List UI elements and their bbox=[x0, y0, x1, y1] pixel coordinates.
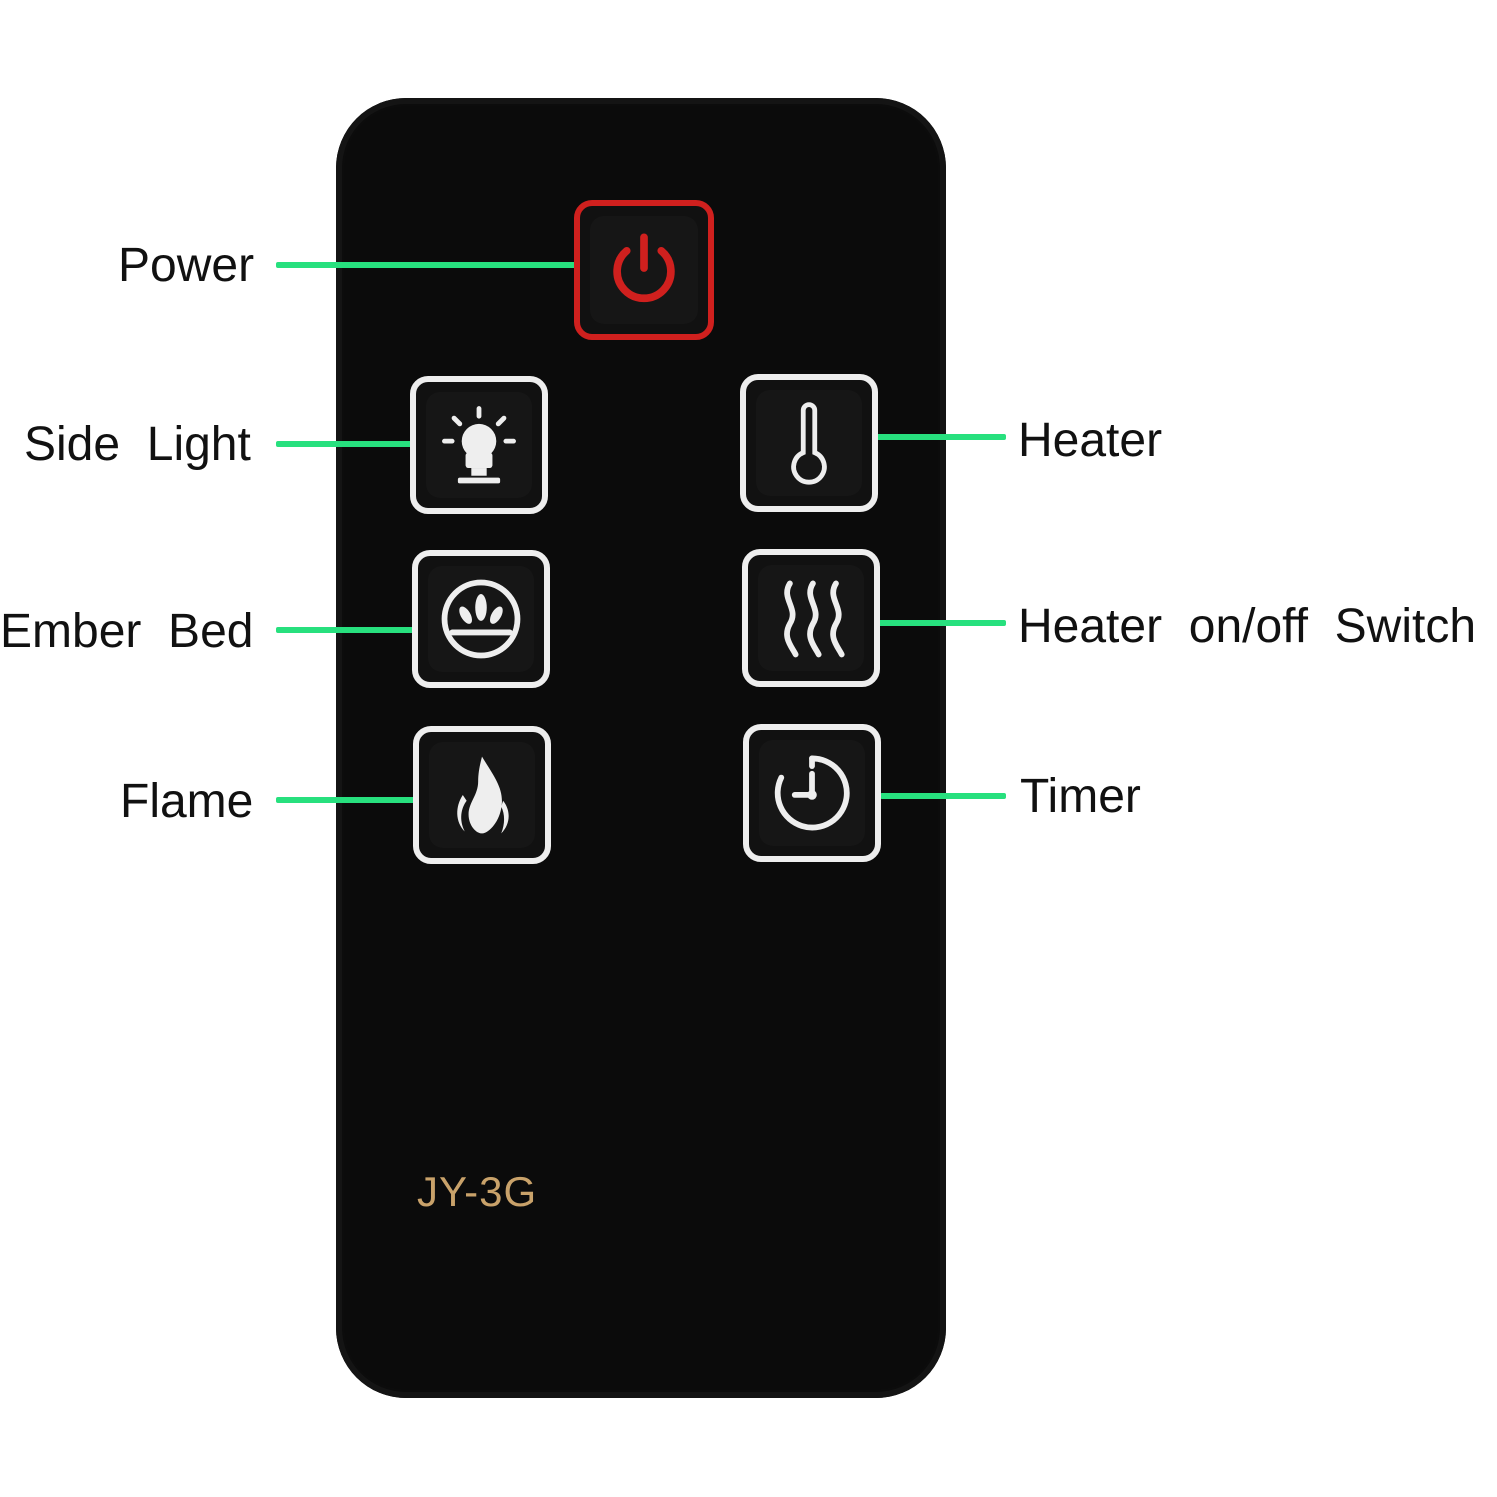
power-leader-line bbox=[276, 262, 576, 268]
ember-bed-button[interactable] bbox=[412, 550, 550, 688]
flame-button[interactable] bbox=[413, 726, 551, 864]
heater-switch-leader-line bbox=[878, 620, 1006, 626]
ember-bed-leader-line bbox=[276, 627, 416, 633]
ember-bed-label: Ember Bed bbox=[0, 605, 254, 658]
flame-leader-line bbox=[276, 797, 416, 803]
side-light-button[interactable] bbox=[410, 376, 548, 514]
heater-label: Heater bbox=[1018, 414, 1163, 467]
power-label: Power bbox=[118, 239, 255, 292]
light-bulb-icon bbox=[442, 406, 516, 484]
heat-waves-icon bbox=[784, 580, 845, 658]
timer-leader-line bbox=[880, 793, 1006, 799]
timer-label: Timer bbox=[1020, 770, 1141, 823]
thermometer-icon bbox=[791, 402, 827, 485]
timer-button[interactable] bbox=[743, 724, 881, 862]
heater-switch-button[interactable] bbox=[742, 549, 880, 687]
power-button[interactable] bbox=[574, 200, 714, 340]
ember-bed-icon bbox=[441, 579, 521, 659]
heater-leader-line bbox=[876, 434, 1006, 440]
heater-switch-label: Heater on/off Switch bbox=[1018, 600, 1477, 653]
power-icon bbox=[613, 233, 675, 303]
side-light-leader-line bbox=[276, 441, 414, 447]
heater-button[interactable] bbox=[740, 374, 878, 512]
side-light-label: Side Light bbox=[24, 418, 251, 471]
flame-icon bbox=[457, 756, 509, 834]
timer-icon bbox=[774, 755, 850, 831]
model-number: JY-3G bbox=[417, 1168, 538, 1215]
flame-label: Flame bbox=[120, 775, 254, 828]
